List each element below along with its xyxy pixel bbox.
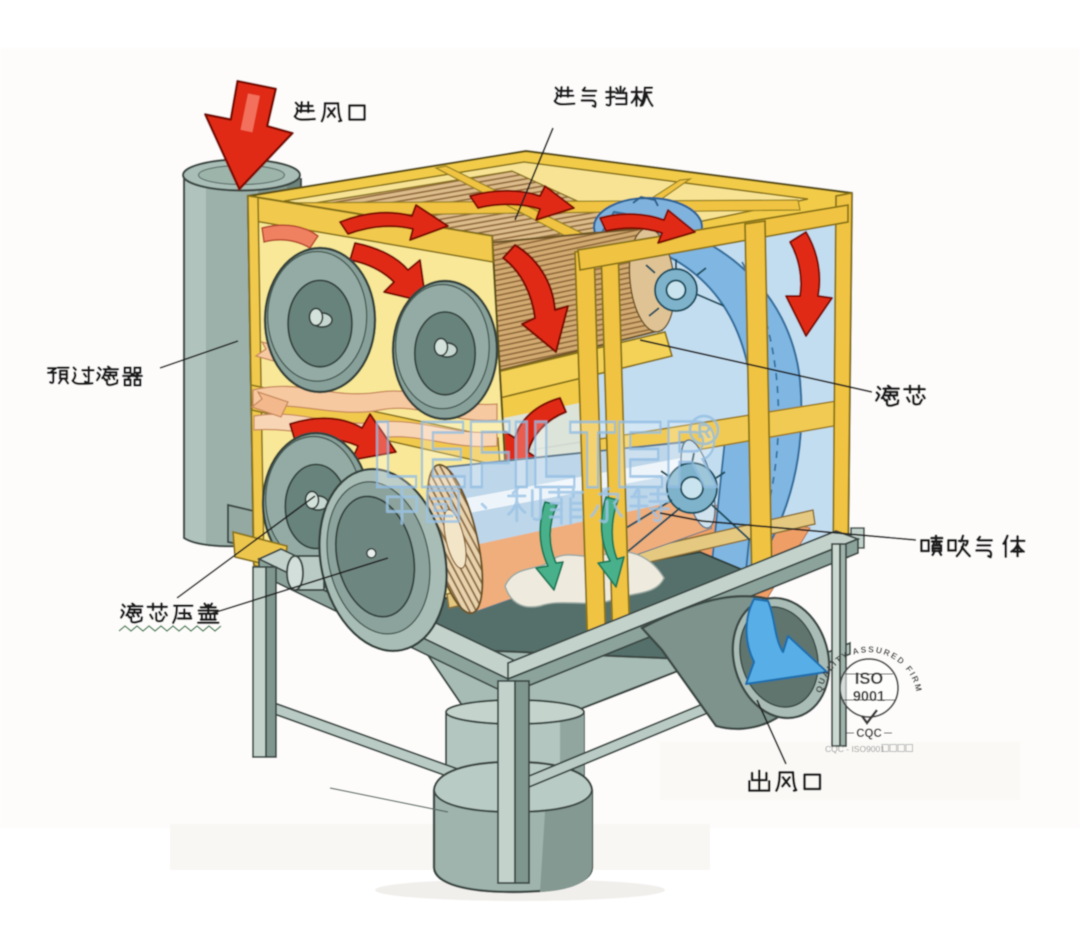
svg-text:CQC: CQC <box>856 728 882 740</box>
svg-text:R: R <box>697 421 712 443</box>
svg-text:LEFILTER: LEFILTER <box>372 402 717 508</box>
svg-text:ISO: ISO <box>855 670 884 688</box>
svg-text:9001: 9001 <box>853 689 885 705</box>
svg-text:CQC - ISO9001: CQC - ISO9001 <box>825 744 885 754</box>
